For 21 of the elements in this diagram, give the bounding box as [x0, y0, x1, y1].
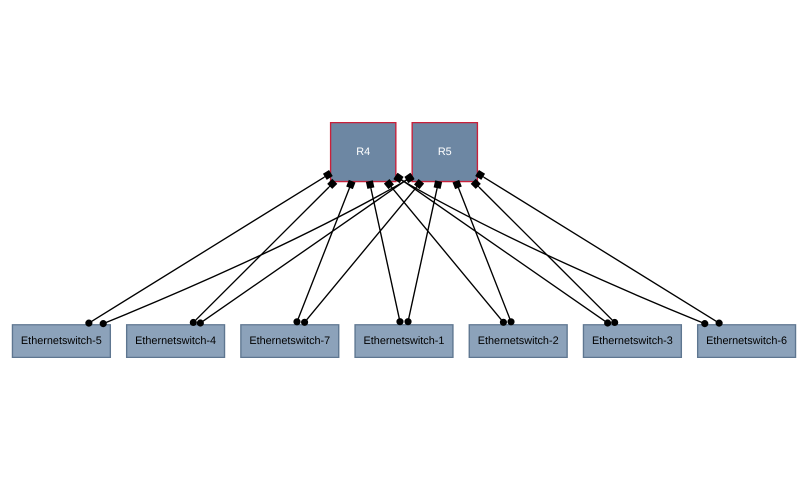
connector	[190, 178, 338, 326]
node-box: R4	[330, 122, 397, 182]
connector	[196, 172, 414, 327]
connector	[293, 180, 356, 326]
connector	[404, 180, 442, 326]
connector	[470, 178, 618, 326]
node-box: Ethernetswitch-1	[354, 324, 454, 358]
connector	[100, 173, 414, 328]
node-box: Ethernetswitch-5	[12, 324, 112, 358]
node-box: Ethernetswitch-7	[240, 324, 340, 358]
node-box: Ethernetswitch-2	[468, 324, 568, 358]
connector	[394, 173, 708, 328]
connector	[475, 170, 723, 327]
node-box: Ethernetswitch-3	[582, 324, 682, 358]
connector	[85, 170, 333, 327]
node-box: Ethernetswitch-4	[126, 324, 226, 358]
connector	[394, 172, 612, 327]
node-box: Ethernetswitch-6	[696, 324, 796, 358]
node-box: R5	[411, 122, 478, 182]
connector	[452, 180, 515, 326]
connector	[366, 180, 404, 326]
